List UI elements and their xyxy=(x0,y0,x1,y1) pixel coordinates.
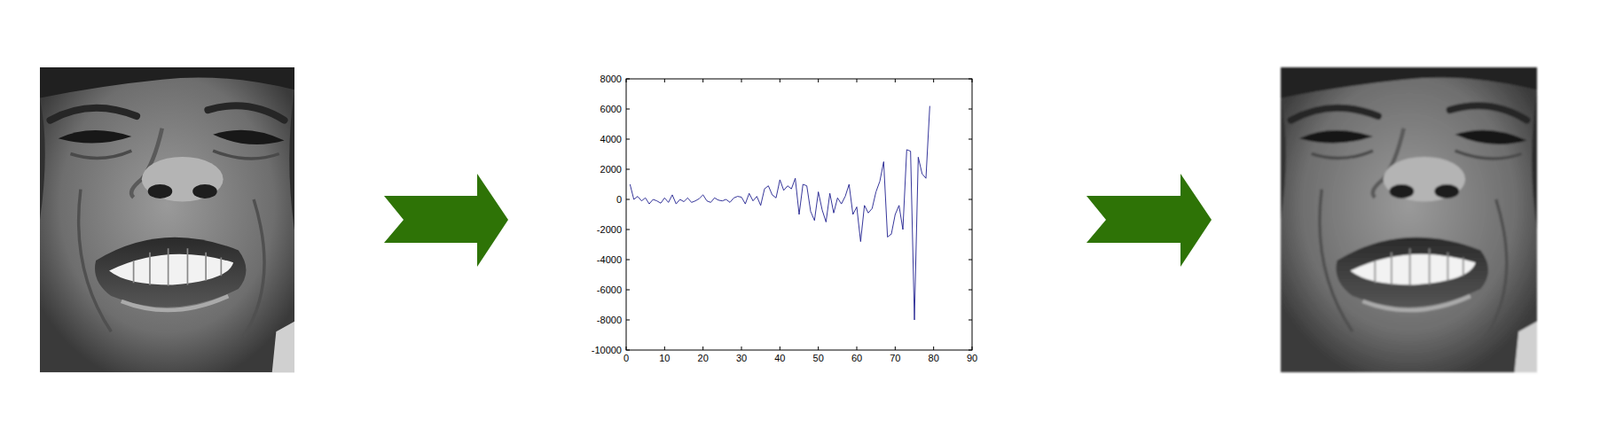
x-tick-label: 80 xyxy=(928,352,940,364)
x-tick-label: 90 xyxy=(966,352,978,364)
axis-ticks xyxy=(626,78,973,351)
x-tick-label: 70 xyxy=(889,352,901,364)
x-tick-label: 40 xyxy=(774,352,785,364)
y-tick-label: -6000 xyxy=(596,284,622,296)
y-tick-label: -8000 xyxy=(596,314,622,326)
reconstructed-face xyxy=(1280,67,1538,373)
y-tick-label: 4000 xyxy=(600,133,622,145)
y-tick-label: -2000 xyxy=(596,224,622,236)
y-tick-label: -4000 xyxy=(596,254,622,266)
x-tick-label: 20 xyxy=(698,352,709,364)
x-tick-label: 60 xyxy=(851,352,863,364)
x-tick-label: 10 xyxy=(658,352,670,364)
y-tick-label: 6000 xyxy=(600,103,622,115)
y-tick-label: 8000 xyxy=(600,73,622,85)
x-tick-label: 30 xyxy=(736,352,747,364)
input-face xyxy=(39,67,295,373)
y-tick-label: 2000 xyxy=(600,164,622,175)
signal-line xyxy=(629,106,930,321)
x-tick-label: 50 xyxy=(813,352,824,364)
x-tick-label: 0 xyxy=(623,352,629,364)
arrow xyxy=(384,173,509,267)
y-tick-label: -10000 xyxy=(591,345,622,356)
arrow xyxy=(1086,173,1212,267)
y-tick-label: 0 xyxy=(616,194,622,205)
plot-frame xyxy=(626,78,973,351)
